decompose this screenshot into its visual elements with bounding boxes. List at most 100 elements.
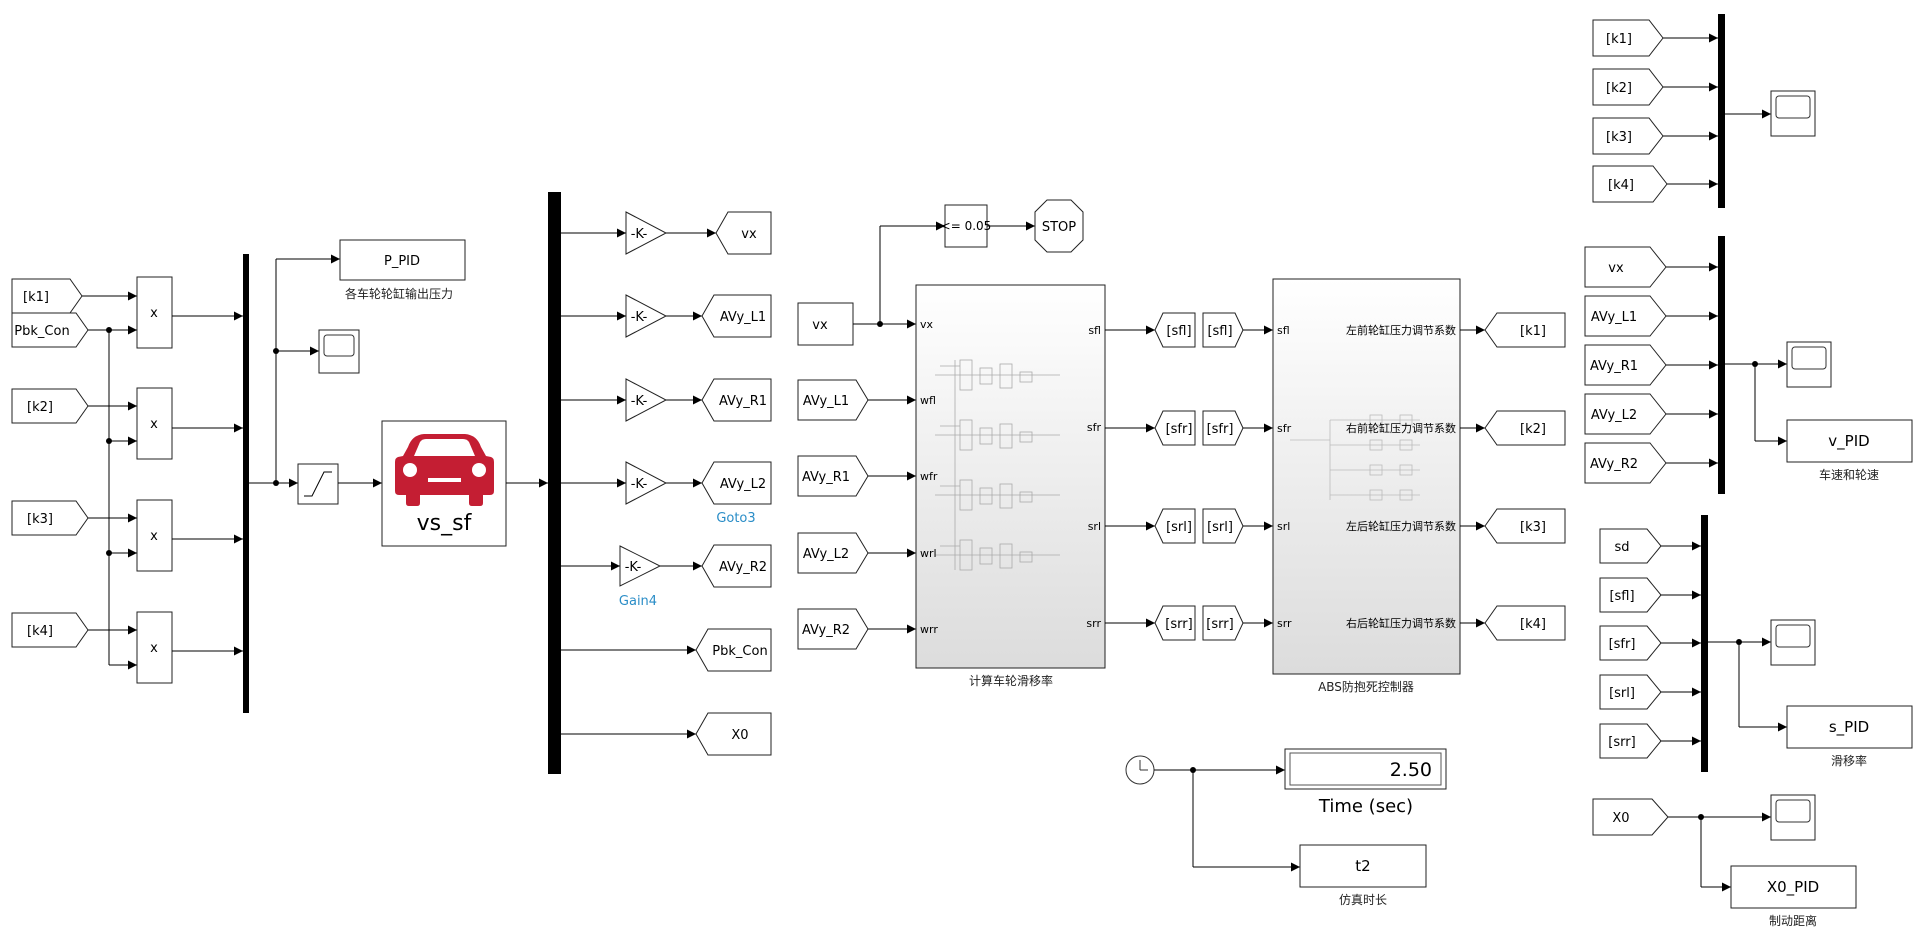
gain-block-vx[interactable]: -K- — [625, 211, 668, 255]
from-block-k2[interactable]: [k2] — [11, 388, 89, 424]
svg-text:AVy_R1: AVy_R1 — [1590, 359, 1638, 374]
gain-block-avy-l2[interactable]: -K- — [625, 461, 668, 505]
t2-block[interactable]: t2 — [1299, 844, 1427, 888]
from-block-pbk-con[interactable]: Pbk_Con — [11, 312, 89, 348]
v-pid-block[interactable]: v_PID — [1786, 419, 1913, 463]
t2-caption: 仿真时长 — [1339, 893, 1387, 907]
scope-block-x0[interactable] — [1770, 794, 1816, 841]
svg-text:X0: X0 — [1612, 811, 1629, 826]
from-block-avy-r1[interactable]: AVy_R1 — [797, 455, 869, 497]
svg-text:sd: sd — [1614, 540, 1629, 555]
goto-block-k3[interactable]: [k3] — [1484, 508, 1566, 544]
svg-text:sfr: sfr — [1277, 422, 1292, 435]
from-block-vx[interactable]: vx — [797, 302, 854, 346]
gain-block-avy-l1[interactable]: -K- — [625, 294, 668, 338]
product-block-3[interactable]: x — [136, 499, 173, 572]
product-block-1[interactable]: x — [136, 276, 173, 349]
goto-block-pbk-con[interactable]: Pbk_Con — [695, 628, 772, 672]
from-block-k4[interactable]: [k4] — [11, 612, 89, 648]
right-from-k3[interactable]: [k3] — [1592, 117, 1664, 155]
right-from-avy-l2[interactable]: AVy_L2 — [1584, 393, 1667, 435]
product-block-2[interactable]: x — [136, 387, 173, 460]
gain-block-avy-r1[interactable]: -K- — [625, 378, 668, 422]
svg-text:srl: srl — [1277, 520, 1290, 533]
stop-block[interactable]: STOP — [1034, 199, 1084, 253]
scope-block-k[interactable] — [1770, 90, 1816, 137]
gain-block-avy-r2[interactable]: -K- — [619, 545, 662, 587]
gain-section: -K- -K- -K- -K- -K- Gain4 — [548, 192, 772, 774]
svg-text:AVy_L2: AVy_L2 — [720, 477, 766, 492]
svg-text:左前轮缸压力调节系数: 左前轮缸压力调节系数 — [1346, 323, 1456, 337]
vehicle-block-vs-sf[interactable]: vs_sf — [381, 420, 507, 547]
right-section: [k1] [k2] [k3] [k4] vx AV — [1584, 14, 1913, 928]
demux-bar[interactable] — [548, 192, 561, 774]
abs-caption: ABS防抱死控制器 — [1318, 679, 1414, 694]
right-from-sfl[interactable]: [sfl] — [1599, 577, 1662, 613]
abs-subsystem-block[interactable]: sfl sfr srl srr 左前轮缸压力调节系数 右前轮缸压力调节系数 左后… — [1272, 278, 1461, 675]
right-from-k2[interactable]: [k2] — [1592, 68, 1664, 106]
goto-block-k1[interactable]: [k1] — [1484, 312, 1566, 348]
right-from-x0[interactable]: X0 — [1592, 798, 1669, 836]
right-from-srl[interactable]: [srl] — [1599, 674, 1662, 710]
stop-section: <= 0.05 STOP — [879, 199, 1084, 324]
goto-block-avy-l2[interactable]: AVy_L2 — [701, 461, 772, 505]
from-block-avy-l2[interactable]: AVy_L2 — [797, 532, 869, 574]
scope-block-p[interactable] — [318, 329, 360, 374]
mux-bar-v[interactable] — [1718, 236, 1725, 494]
right-from-avy-l1[interactable]: AVy_L1 — [1584, 295, 1667, 337]
from-block-srr[interactable]: [srr] — [1202, 605, 1244, 641]
goto-block-srr[interactable]: [srr] — [1154, 605, 1196, 641]
svg-text:AVy_R2: AVy_R2 — [1590, 457, 1638, 472]
from-block-k1[interactable]: [k1] — [11, 278, 83, 314]
right-from-srr[interactable]: [srr] — [1599, 723, 1662, 759]
mux-bar-k[interactable] — [1718, 14, 1725, 208]
right-from-avy-r1[interactable]: AVy_R1 — [1584, 344, 1667, 386]
compare-block[interactable]: <= 0.05 — [941, 204, 992, 248]
display-block[interactable]: 2.50 — [1284, 748, 1447, 790]
svg-text:x: x — [150, 529, 158, 544]
clock-icon[interactable] — [1125, 755, 1155, 785]
from-block-avy-r2[interactable]: AVy_R2 — [797, 608, 869, 650]
svg-text:-K-: -K- — [631, 227, 648, 242]
from-block-sfr[interactable]: [sfr] — [1202, 410, 1244, 446]
goto-block-sfl[interactable]: [sfl] — [1154, 312, 1196, 348]
goto-block-x0[interactable]: X0 — [695, 712, 772, 756]
goto-block-k2[interactable]: [k2] — [1484, 410, 1566, 446]
from-block-k3[interactable]: [k3] — [11, 500, 89, 536]
goto-block-sfr[interactable]: [sfr] — [1154, 410, 1196, 446]
from-block-avy-l1[interactable]: AVy_L1 — [797, 379, 869, 421]
mux-bar-left[interactable] — [243, 254, 249, 713]
svg-text:[k4]: [k4] — [1608, 178, 1634, 193]
svg-text:AVy_L1: AVy_L1 — [1591, 310, 1637, 325]
goto-block-avy-r2[interactable]: AVy_R2 — [701, 544, 772, 588]
from-block-sfl[interactable]: [sfl] — [1202, 312, 1244, 348]
scope-block-s[interactable] — [1770, 619, 1816, 666]
goto-block-avy-r1[interactable]: AVy_R1 — [701, 378, 772, 422]
svg-text:[k1]: [k1] — [1520, 324, 1546, 339]
goto-block-srl[interactable]: [srl] — [1154, 508, 1196, 544]
right-from-vx[interactable]: vx — [1584, 246, 1667, 288]
svg-text:-K-: -K- — [625, 560, 642, 575]
right-from-sfr[interactable]: [sfr] — [1599, 625, 1662, 661]
goto-block-vx[interactable]: vx — [715, 211, 772, 255]
right-from-sd[interactable]: sd — [1599, 528, 1662, 564]
right-from-k4[interactable]: [k4] — [1592, 165, 1668, 203]
p-pid-block[interactable]: P_PID — [339, 239, 466, 281]
goto-block-k4[interactable]: [k4] — [1484, 605, 1566, 641]
svg-text:右前轮缸压力调节系数: 右前轮缸压力调节系数 — [1346, 421, 1456, 435]
right-from-k1[interactable]: [k1] — [1592, 19, 1664, 57]
right-from-avy-r2[interactable]: AVy_R2 — [1584, 442, 1667, 484]
svg-text:[srr]: [srr] — [1206, 617, 1233, 632]
from-block-srl[interactable]: [srl] — [1202, 508, 1244, 544]
x0-pid-caption: 制动距离 — [1769, 913, 1817, 928]
s-pid-block[interactable]: s_PID — [1786, 705, 1913, 749]
saturation-block[interactable] — [297, 463, 339, 505]
svg-text:[sfr]: [sfr] — [1207, 422, 1234, 437]
product-block-4[interactable]: x — [136, 611, 173, 684]
v-pid-caption: 车速和轮速 — [1819, 467, 1879, 482]
goto-block-avy-l1[interactable]: AVy_L1 — [701, 294, 772, 338]
x0-pid-block[interactable]: X0_PID — [1730, 865, 1857, 909]
slip-subsystem-block[interactable]: vx wfl wfr wrl wrr sfl sfr srl srr — [915, 284, 1106, 669]
mux-bar-s[interactable] — [1701, 515, 1708, 772]
scope-block-v[interactable] — [1786, 341, 1832, 388]
